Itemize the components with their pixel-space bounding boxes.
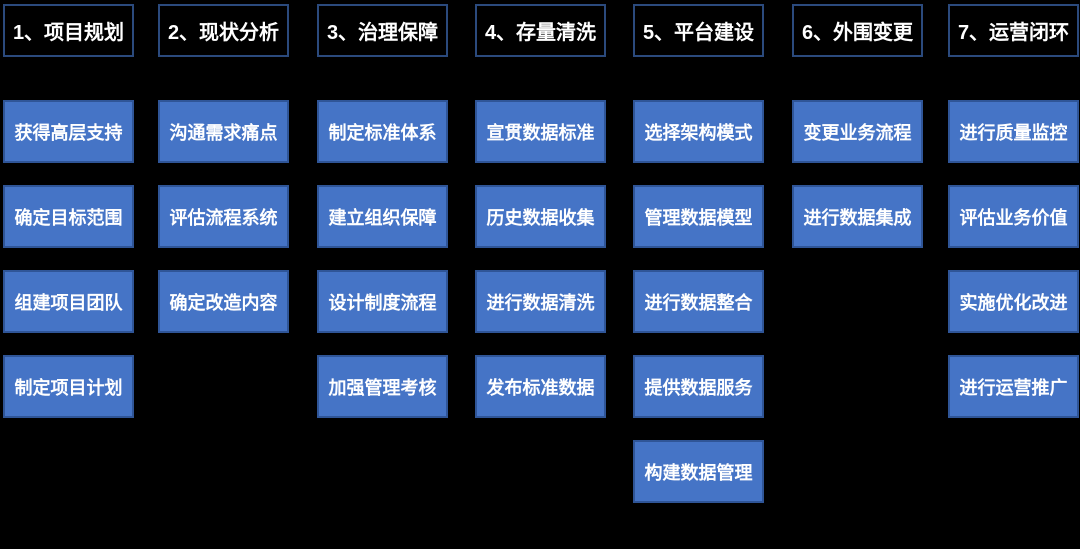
process-step: 制定项目计划: [3, 355, 134, 418]
column-peripheral-changes: 6、外围变更 变更业务流程 进行数据集成: [792, 0, 923, 248]
process-step: 进行质量监控: [948, 100, 1079, 163]
column-platform-construction: 5、平台建设 选择架构模式 管理数据模型 进行数据整合 提供数据服务 构建数据管…: [633, 0, 764, 503]
column-header: 7、运营闭环: [948, 4, 1079, 57]
process-step: 提供数据服务: [633, 355, 764, 418]
process-step: 设计制度流程: [317, 270, 448, 333]
process-step: 选择架构模式: [633, 100, 764, 163]
process-step: 进行运营推广: [948, 355, 1079, 418]
process-step: 评估业务价值: [948, 185, 1079, 248]
column-header: 3、治理保障: [317, 4, 448, 57]
process-step: 实施优化改进: [948, 270, 1079, 333]
process-step: 构建数据管理: [633, 440, 764, 503]
process-step: 进行数据集成: [792, 185, 923, 248]
column-header: 2、现状分析: [158, 4, 289, 57]
process-step: 进行数据清洗: [475, 270, 606, 333]
column-current-state-analysis: 2、现状分析 沟通需求痛点 评估流程系统 确定改造内容: [158, 0, 289, 333]
process-step: 管理数据模型: [633, 185, 764, 248]
process-step: 进行数据整合: [633, 270, 764, 333]
column-project-planning: 1、项目规划 获得高层支持 确定目标范围 组建项目团队 制定项目计划: [3, 0, 134, 418]
process-step: 确定目标范围: [3, 185, 134, 248]
column-governance-assurance: 3、治理保障 制定标准体系 建立组织保障 设计制度流程 加强管理考核: [317, 0, 448, 418]
process-step: 建立组织保障: [317, 185, 448, 248]
process-step: 变更业务流程: [792, 100, 923, 163]
process-step: 宣贯数据标准: [475, 100, 606, 163]
column-header: 1、项目规划: [3, 4, 134, 57]
column-header: 6、外围变更: [792, 4, 923, 57]
process-step: 发布标准数据: [475, 355, 606, 418]
column-stock-data-cleansing: 4、存量清洗 宣贯数据标准 历史数据收集 进行数据清洗 发布标准数据: [475, 0, 606, 418]
process-step: 历史数据收集: [475, 185, 606, 248]
process-step: 沟通需求痛点: [158, 100, 289, 163]
process-step: 制定标准体系: [317, 100, 448, 163]
column-operations-closed-loop: 7、运营闭环 进行质量监控 评估业务价值 实施优化改进 进行运营推广: [948, 0, 1079, 418]
process-step: 组建项目团队: [3, 270, 134, 333]
process-step: 确定改造内容: [158, 270, 289, 333]
process-step: 加强管理考核: [317, 355, 448, 418]
process-step: 评估流程系统: [158, 185, 289, 248]
process-step: 获得高层支持: [3, 100, 134, 163]
column-header: 5、平台建设: [633, 4, 764, 57]
column-header: 4、存量清洗: [475, 4, 606, 57]
